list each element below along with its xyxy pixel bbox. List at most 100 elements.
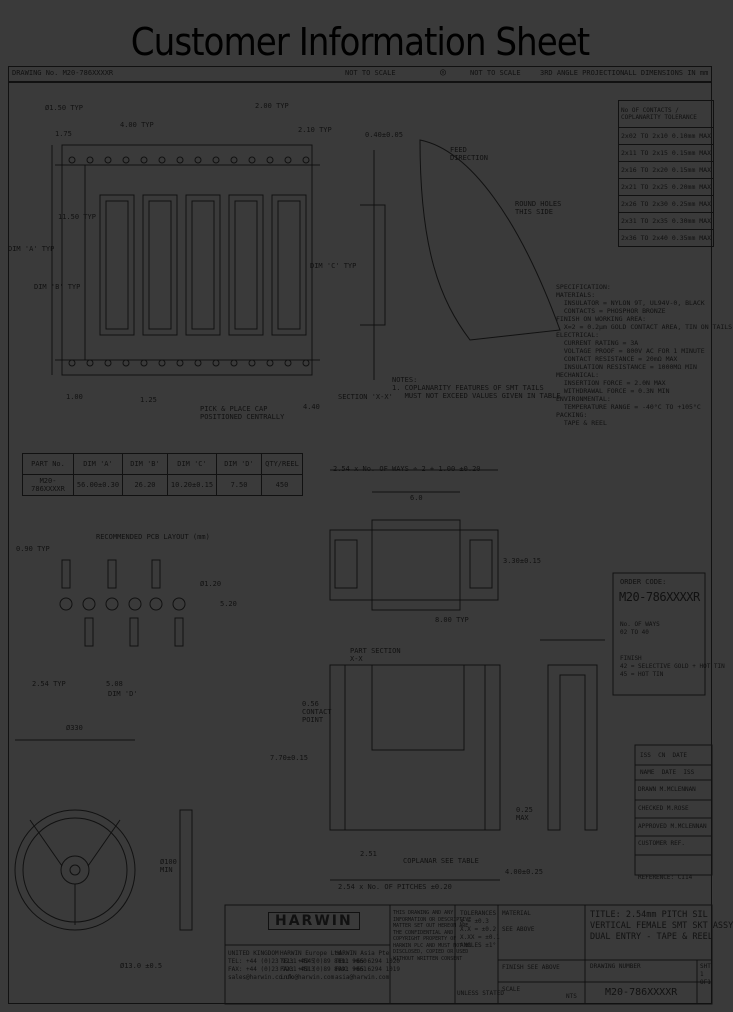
part-col-head: DIM 'B' [122,453,168,475]
coplanarity-table: No OF CONTACTS / COPLANARITY TOLERANCE 2… [617,100,715,247]
dim-2-10: 2.10 TYP [298,126,332,134]
dim-b: DIM 'B' TYP [34,283,81,291]
scale-value: NTS [566,993,577,1000]
all-dims-label: ALL DIMENSIONS IN mm [624,69,709,77]
checked-by: CHECKED M.ROSE [638,805,689,812]
coplanarity-row: 2x11 TO 2x15 0.15mm MAX [617,144,715,162]
side-dim-7-70: 7.70±0.15 [270,754,308,762]
address-eu: HARWIN Europe Ltd. TEL: +49 (0)89 8091 9… [280,950,367,981]
dim-a: DIM 'A' TYP [8,245,55,253]
drawn-by: DRAWN M.MCLENNAN [638,786,696,793]
pcb-layout-title: RECOMMENDED PCB LAYOUT (mm) [96,533,210,541]
notes: NOTES: 1. COPLANARITY FEATURES OF SMT TA… [392,376,561,400]
pick-place-note: PICK & PLACE CAP POSITIONED CENTRALLY [200,405,285,421]
part-cell: 7.50 [216,474,262,496]
pcb-dim-1-20: Ø1.20 [200,580,222,588]
pcb-dim-5-20: 5.20 [220,600,237,608]
part-table: PART No. DIM 'A' DIM 'B' DIM 'C' DIM 'D'… [22,453,303,496]
dim-4-00: 4.00 TYP [120,121,154,129]
side-section-label: PART SECTION X-X [350,647,401,663]
coplanarity-row: 2x16 TO 2x20 0.15mm MAX [617,161,715,179]
reel-side [179,809,193,931]
part-cell: M20-786XXXXR [22,474,74,496]
front-dim-6-0: 6.0 [410,494,423,502]
part-cell: 26.20 [122,474,168,496]
projection-label: 3RD ANGLE PROJECTION [540,69,625,77]
sheet-title: Customer Information Sheet [130,20,590,64]
front-dim-8-00: 8.00 TYP [435,616,469,624]
coplanarity-head: No OF CONTACTS / COPLANARITY TOLERANCE [617,100,715,128]
side-pitches: 2.54 x No. OF PITCHES ±0.20 [338,883,452,891]
copyright-notice: THIS DRAWING AND ANY INFORMATION OR DESC… [393,910,472,962]
part-col-head: DIM 'C' [167,453,217,475]
tape-outline [61,144,313,376]
dim-1-25: 1.25 [140,396,157,404]
finish: FINISH SEE ABOVE [502,964,560,971]
part-col-head: DIM 'D' [216,453,262,475]
drawing-number: M20-786XXXXR [605,987,678,998]
side-dim-4-00: 4.00±0.25 [505,868,543,876]
dim-1-75: 1.75 [55,130,72,138]
part-cell: 56.00±0.30 [73,474,123,496]
front-pitch-dim: 2.54 x No. OF WAYS ÷ 2 + 1.00 ±0.20 [333,465,481,473]
scale-label: SCALE [502,986,521,993]
pcb-dim-5-08: 5.08 [106,680,123,688]
customer-ref: CUSTOMER REF. [638,840,685,847]
pcb-dim-d: DIM 'D' [108,690,138,698]
part-cell: 10.20±0.15 [167,474,217,496]
dim-11-50: 11.50 TYP [58,213,96,221]
address-asia: HARWIN Asia Pte TEL: +65 6294 1020 FAX: … [335,950,401,981]
side-section [329,664,501,831]
reference: REFERENCE: CI14 [638,874,693,881]
order-ways: No. OF WAYS 02 TO 40 [620,621,660,636]
tolerances: TOLERANCES X = ±0.3 X.X = ±0.2 X.XX = ±0… [460,910,500,949]
reel-perspective [419,139,561,341]
unless-stated: UNLESS STATED [457,990,504,997]
reel-dia-100: Ø100 MIN [160,858,177,874]
order-code-box [612,572,706,696]
sheet-number: SHT 1 OF1 [700,963,711,986]
front-dim-3-30: 3.30±0.15 [503,557,541,565]
pcb-dim-0-90: 0.90 TYP [16,545,50,553]
not-to-scale-label: NOT TO SCALE [345,69,396,77]
dim-0-40: 0.40±0.05 [365,131,403,139]
part-cell: 450 [261,474,303,496]
address-uk: UNITED KINGDOM TEL: +44 (0)23 9231 4545 … [228,950,315,981]
front-view-connector [329,529,499,601]
tape-pockets [99,194,307,336]
material: MATERIAL SEE ABOVE [502,910,535,933]
order-finish: FINISH 42 = SELECTIVE GOLD + HOT TIN 45 … [620,655,725,678]
coplanarity-row: 2x31 TO 2x35 0.30mm MAX [617,212,715,230]
order-code-value: M20-786XXXXR [619,590,700,604]
coplanarity-row: 2x02 TO 2x10 0.10mm MAX [617,127,715,145]
sprocket-holes-top [68,156,310,164]
sprocket-holes-bottom [68,359,310,367]
pcb-dim-2-54: 2.54 TYP [32,680,66,688]
reel-dia-330: Ø330 [66,724,83,732]
side-dim-2-51: 2.51 [360,850,377,858]
side-dim-0-25: 0.25 MAX [516,806,533,822]
round-holes-note: ROUND HOLES THIS SIDE [515,200,562,216]
name-head: NAME DATE ISS [640,769,695,776]
section-xx-label: SECTION 'X-X' [338,393,393,401]
part-col-head: PART No. [22,453,74,475]
part-col-head: DIM 'A' [73,453,123,475]
feed-direction: FEED DIRECTION [450,146,488,162]
header-strip [8,66,712,82]
dim-1-00: 1.00 [66,393,83,401]
pcb-layout-pads [59,559,186,647]
coplanar-label: COPLANAR SEE TABLE [403,857,479,865]
part-col-head: QTY/REEL [261,453,303,475]
order-code-label: ORDER CODE: [620,578,667,586]
coplanarity-row: 2x36 TO 2x40 0.35mm MAX [617,229,715,247]
reel-outer [14,809,136,931]
not-to-scale-label-2: NOT TO SCALE [470,69,521,77]
drawing-no-label: DRAWING No. M20-786XXXXR [12,69,114,77]
dim-4-40: 4.40 [303,403,320,411]
drawing-number-label: DRAWING NUMBER [590,963,641,970]
harwin-logo: HARWIN [268,912,360,930]
coplanarity-row: 2x21 TO 2x25 0.20mm MAX [617,178,715,196]
specification: SPECIFICATION: MATERIALS: INSULATOR = NY… [556,283,733,427]
dim-c: DIM 'C' TYP [310,262,357,270]
